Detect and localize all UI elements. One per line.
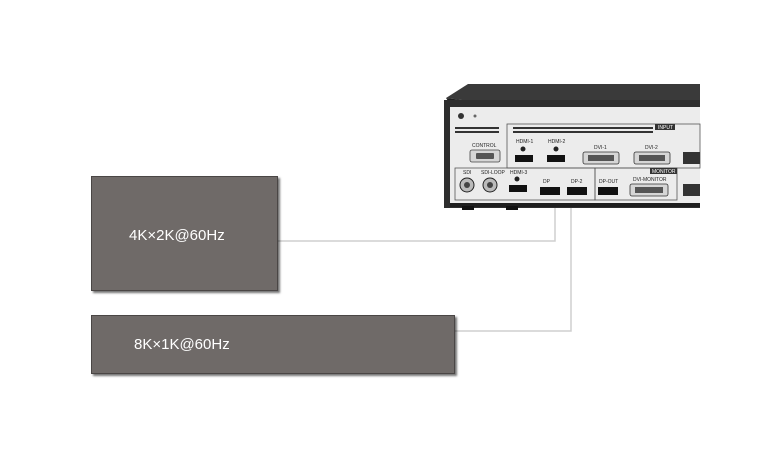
cable-8k — [454, 205, 572, 332]
dvi-2-label: DVI-2 — [645, 145, 658, 151]
hdmi-3-port — [509, 185, 527, 192]
dvi-monitor-label: DVI-MONITOR — [633, 177, 667, 183]
display-8k: 8K×1K@60Hz — [91, 315, 455, 374]
hdmi-1-label: HDMI-1 — [516, 139, 533, 145]
hdmi-2-port — [547, 155, 565, 162]
dp-2-port — [567, 187, 587, 195]
sdi-label: SDI — [463, 170, 471, 176]
video-processor-device: INPUT CONTROL HDMI-1 HDMI-2 DVI-1 DVI-2 … — [444, 84, 701, 210]
dp-label: DP — [543, 179, 551, 185]
dvi-1-label: DVI-1 — [594, 145, 607, 151]
hdmi-1-port — [515, 155, 533, 162]
dp-out-label: DP-OUT — [599, 179, 618, 185]
control-label: CONTROL — [472, 143, 497, 149]
hdmi-3-label: HDMI-3 — [510, 170, 527, 176]
monitor-label: MONITOR — [652, 169, 676, 175]
display-8k-label: 8K×1K@60Hz — [134, 336, 230, 353]
dp-port — [540, 187, 560, 195]
cable-4k — [277, 205, 556, 242]
hdmi-2-label: HDMI-2 — [548, 139, 565, 145]
display-4k-label: 4K×2K@60Hz — [129, 227, 225, 244]
sdi-loop-label: SDI-LOOP — [481, 170, 506, 176]
input-label: INPUT — [658, 125, 673, 131]
dp-out-port — [598, 187, 618, 195]
display-4k: 4K×2K@60Hz — [91, 176, 278, 291]
dp-2-label: DP-2 — [571, 179, 583, 185]
